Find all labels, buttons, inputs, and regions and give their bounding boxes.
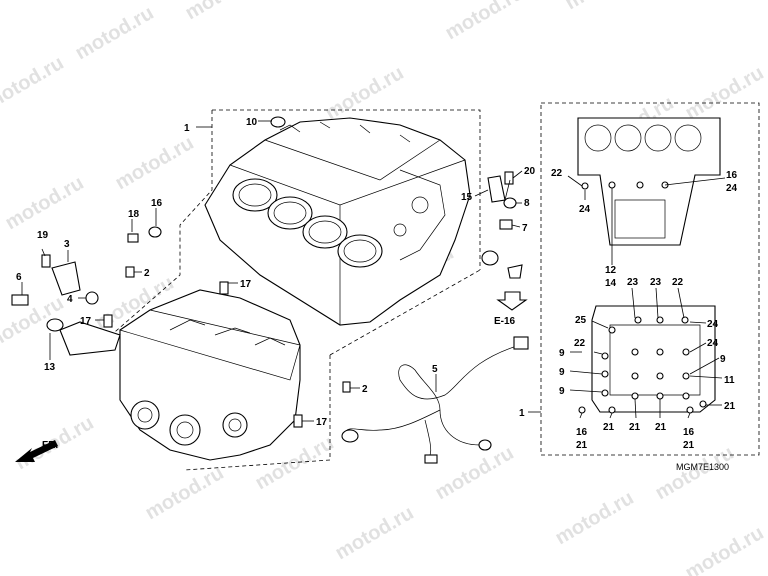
inset-callout-9a: 9: [559, 348, 565, 359]
main-leaders: [21, 120, 523, 422]
inset-callout-21c: 21: [603, 422, 615, 433]
dowel-pin-2: [125, 266, 135, 278]
callout-16: 16: [151, 198, 163, 209]
inset-callout-1: 1: [519, 408, 525, 419]
sensor-end: [341, 429, 359, 443]
inset-callout-22b: 22: [672, 277, 684, 288]
inset-callout-9d: 9: [559, 386, 565, 397]
inset-callout-21b: 21: [576, 440, 588, 451]
inset-callout-16: 16: [726, 170, 738, 181]
callout-7: 7: [522, 223, 528, 234]
callout-19: 19: [37, 230, 49, 241]
inset-callout-16c: 16: [683, 427, 695, 438]
inset-lower-case: [591, 305, 716, 413]
inset-callout-21f: 21: [683, 440, 695, 451]
inset-callout-9b: 9: [720, 354, 726, 365]
sensor-6: [11, 294, 29, 306]
wire-harness-5: [341, 336, 529, 464]
inset-callout-11: 11: [724, 375, 735, 386]
watermark-text: motod.ru: [432, 442, 518, 504]
assembly-boundaries: [99, 109, 481, 471]
ref-arrow-e16: E-16: [494, 291, 528, 327]
callout-17c: 17: [316, 417, 328, 428]
inset-callout-14: 14: [605, 278, 617, 289]
callout-17a: 17: [240, 279, 252, 290]
diagram-code: MGM7E1300: [676, 462, 729, 472]
inset-callout-16b: 16: [576, 427, 588, 438]
inset-callout-22c: 22: [574, 338, 586, 349]
inset-callout-21e: 21: [655, 422, 667, 433]
upper-crankcase: [204, 117, 471, 326]
callout-5: 5: [432, 364, 438, 375]
watermark-text: motod.ru: [0, 52, 68, 114]
sensor-15: [487, 175, 506, 203]
watermark-text: motod.ru: [552, 487, 638, 549]
inset-callout-24c: 24: [707, 319, 719, 330]
clip: [507, 264, 523, 279]
watermark-text: motod.ru: [72, 2, 158, 64]
connector: [513, 336, 529, 350]
watermark-text: motod.ru: [682, 62, 768, 124]
ref-label: E-16: [494, 316, 516, 327]
callout-6: 6: [16, 272, 22, 283]
watermark-text: motod.ru: [332, 502, 418, 564]
bearing: [481, 250, 499, 266]
inset-callout-24: 24: [579, 204, 591, 215]
dowel-pin-2b: [342, 381, 351, 393]
plug-13: [46, 318, 64, 332]
watermark-text: motod.ru: [142, 462, 228, 524]
callout-15: 15: [461, 192, 473, 203]
inset-callout-9c: 9: [559, 367, 565, 378]
watermark-text: motod.ru: [2, 172, 88, 234]
bolt-20: [504, 171, 514, 185]
washer-16: [148, 226, 162, 238]
connector: [424, 454, 438, 464]
watermark-text: motod.ru: [112, 132, 198, 194]
seal-4: [85, 291, 99, 305]
bolt-19: [41, 254, 51, 268]
callout-8: 8: [524, 198, 530, 209]
callout-3: 3: [64, 239, 70, 250]
inset-callout-21d: 21: [629, 422, 641, 433]
watermark-text: motod.ru: [182, 0, 268, 24]
inset-callout-22: 22: [551, 168, 563, 179]
front-label: FR.: [42, 440, 58, 451]
callout-4: 4: [67, 294, 73, 305]
inset-callout-21a: 21: [724, 401, 736, 412]
pin-7: [499, 219, 513, 230]
watermark-text: motod.ru: [562, 0, 648, 14]
bolt-18: [127, 233, 139, 243]
grommet: [478, 439, 492, 451]
callout-20: 20: [524, 166, 536, 177]
bolt-10: [270, 116, 286, 128]
callout-2a: 2: [144, 268, 150, 279]
inset-callout-23b: 23: [650, 277, 662, 288]
callout-10: 10: [246, 117, 258, 128]
watermark-text: motod.ru: [442, 0, 528, 44]
inset-callout-24d: 24: [707, 338, 719, 349]
inset-callout-23: 23: [627, 277, 639, 288]
oring-8: [503, 197, 517, 209]
inset-callout-25: 25: [575, 315, 587, 326]
callout-17b: 17: [80, 316, 92, 327]
inset-callout-12: 12: [605, 265, 617, 276]
callout-2b: 2: [362, 384, 368, 395]
callout-1: 1: [184, 123, 190, 134]
callout-13: 13: [44, 362, 56, 373]
watermark-text: motod.ru: [652, 442, 738, 504]
inset-upper-case: [577, 117, 721, 246]
watermark-text: motod.ru: [322, 62, 408, 124]
main-callouts: 1 10 18 16 19 3 2 6 4 17 17 13 2 17 5 20…: [16, 117, 536, 428]
inset-callouts: 1 22 24 16 24 12 14 23 23 22 25 24 24 22…: [519, 168, 738, 451]
watermark-text: motod.ru: [682, 522, 768, 576]
lower-crankcase: [59, 281, 303, 461]
callout-18: 18: [128, 209, 140, 220]
front-arrow: FR.: [15, 440, 58, 462]
inset-panel: [528, 102, 760, 456]
bracket-3: [51, 261, 81, 296]
inset-callout-24b: 24: [726, 183, 738, 194]
